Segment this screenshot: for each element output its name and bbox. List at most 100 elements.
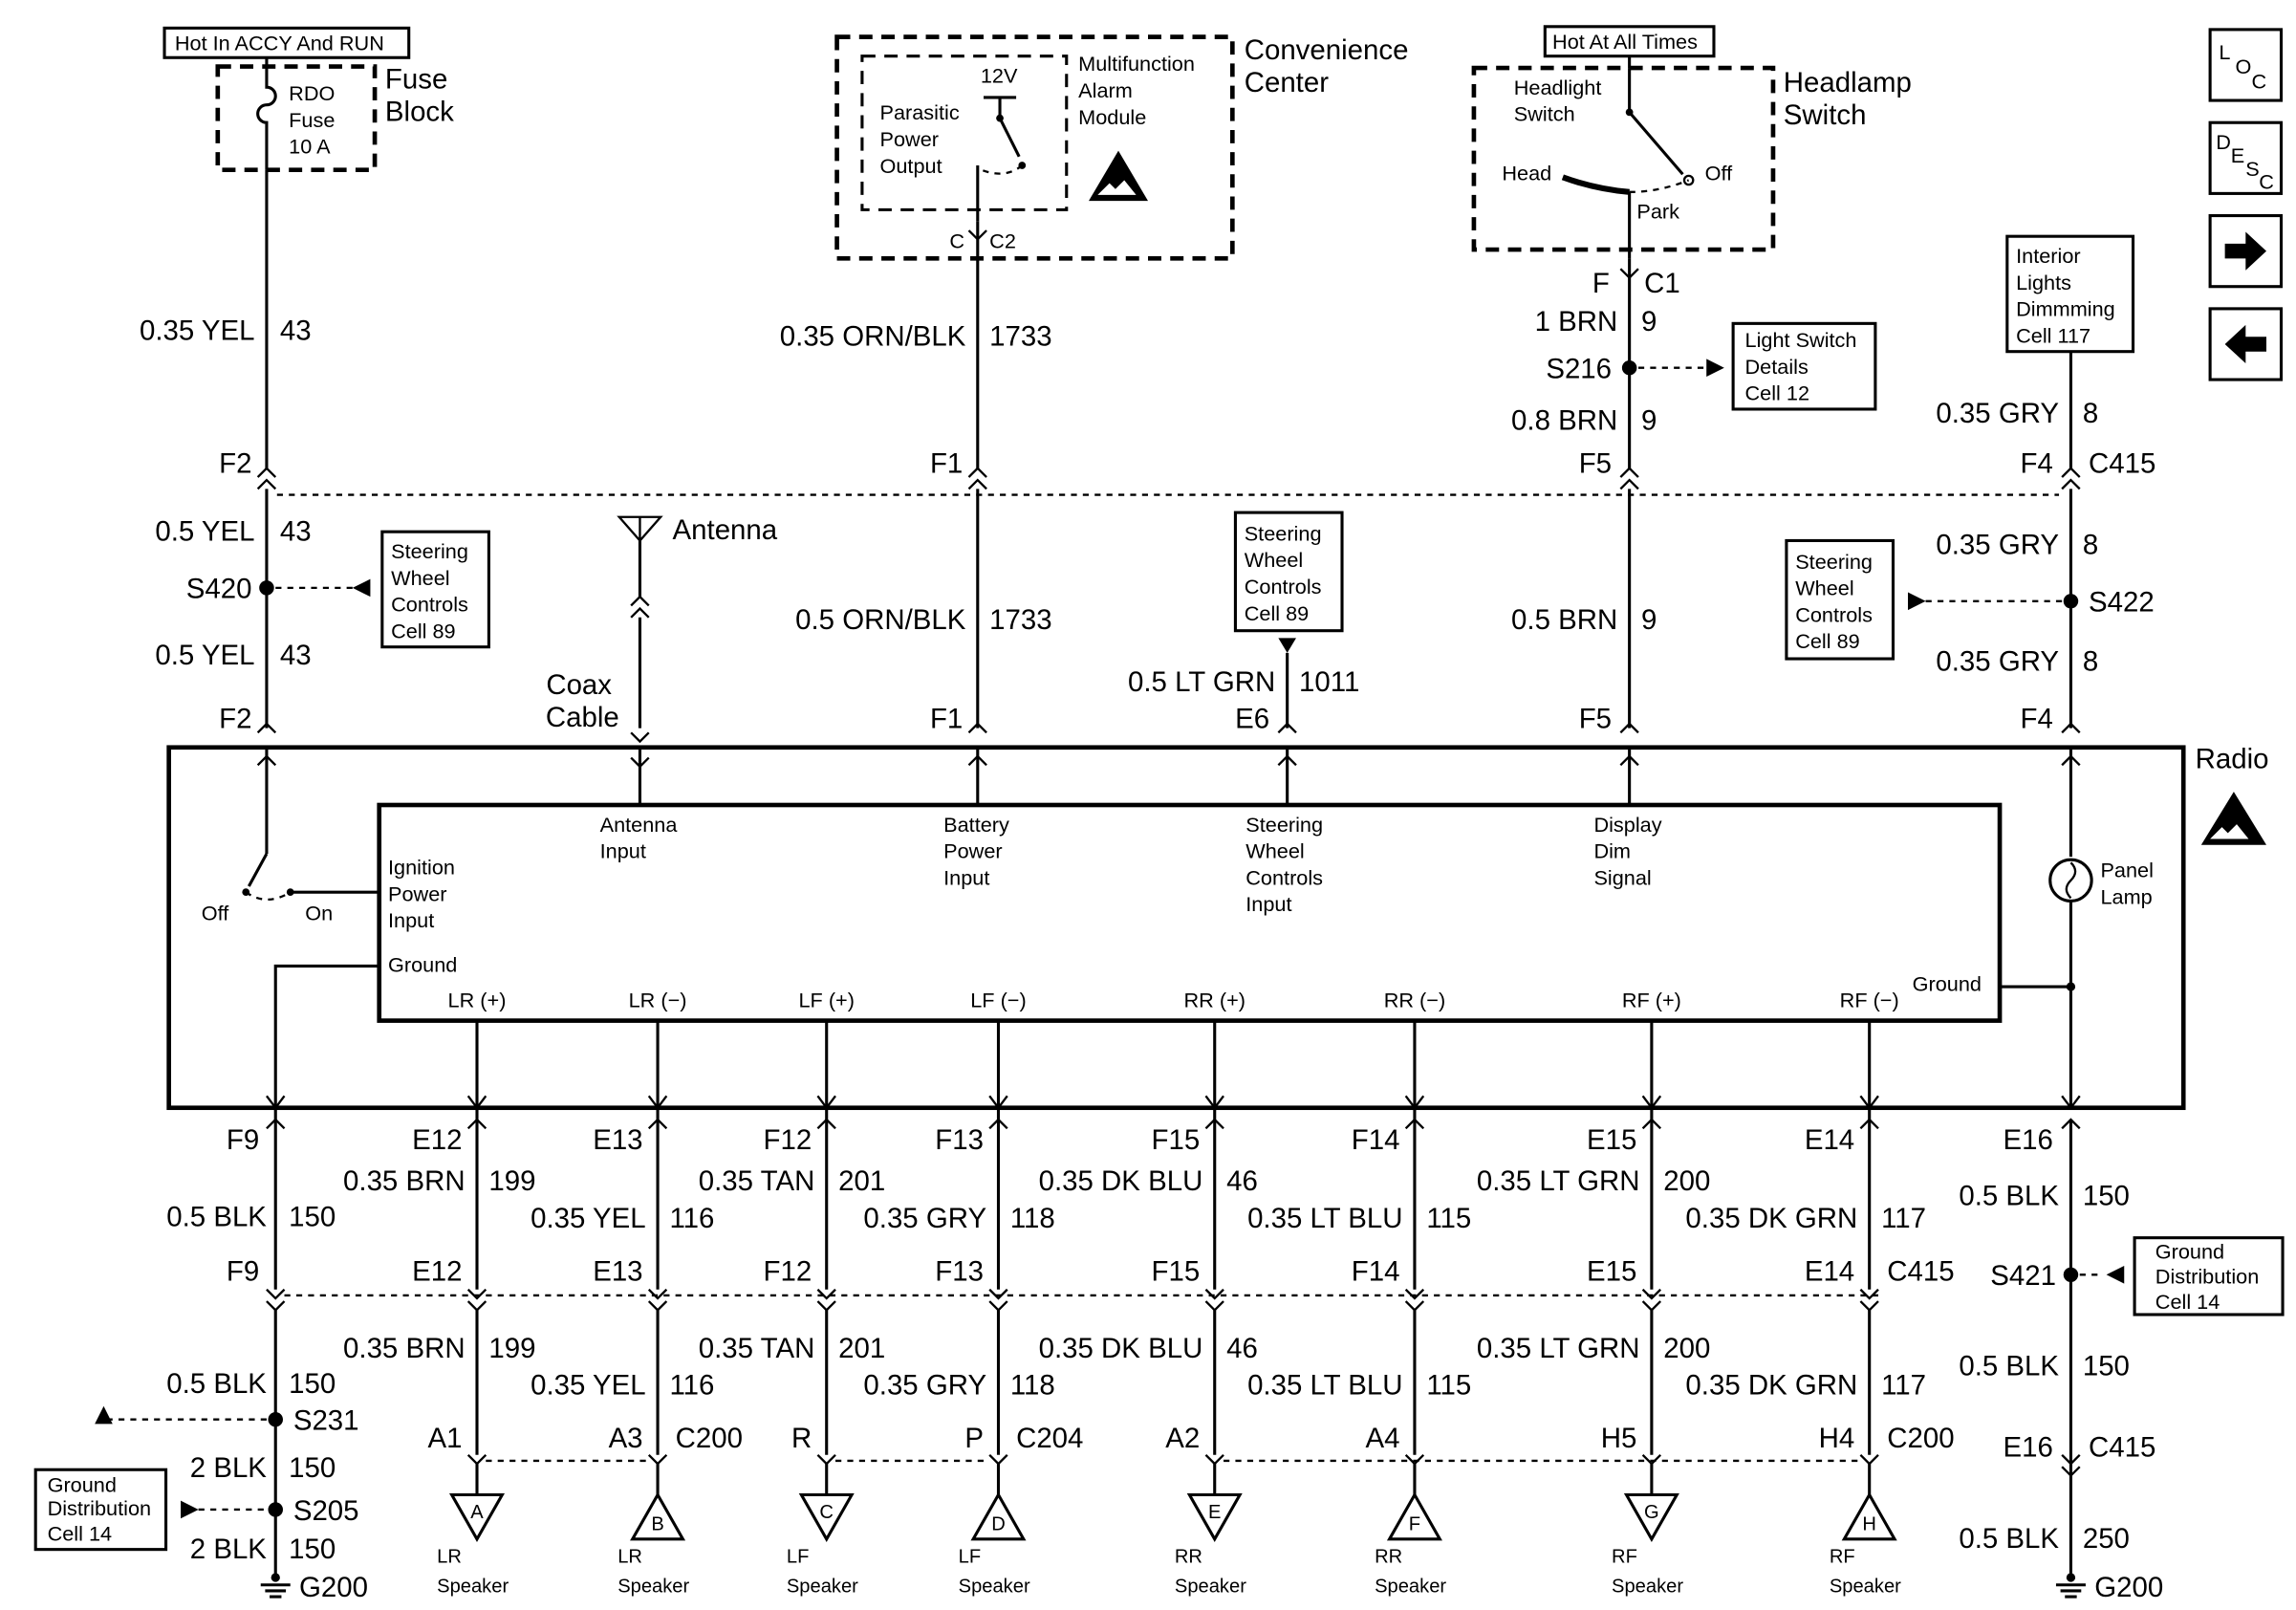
- circuit-9: 1 BRN 9 S216 0.8 BRN 9 F5 0.5 BRN 9 F5: [1511, 258, 1724, 735]
- speaker-channel-f-conn-c415: F14: [1352, 1256, 1400, 1288]
- svg-text:Controls: Controls: [1245, 575, 1322, 598]
- svg-text:F1: F1: [930, 704, 963, 735]
- hot-accy-run-label: Hot In ACCY And RUN: [175, 32, 384, 55]
- svg-text:150: 150: [2083, 1350, 2130, 1382]
- splice-s231: [268, 1411, 283, 1427]
- steering-controls-ref-center[interactable]: [1233, 511, 1344, 633]
- svg-text:0.5 BLK: 0.5 BLK: [166, 1368, 267, 1400]
- speaker-channel-h-wire-color-bottom: 0.35 DK GRN: [1685, 1369, 1857, 1401]
- svg-text:Controls: Controls: [391, 593, 468, 617]
- splice-s420: [259, 580, 274, 596]
- svg-text:Headlight: Headlight: [1514, 76, 1602, 99]
- alarm-switch-icon: [998, 117, 1021, 158]
- speaker-channel-a-pin-label: LR (+): [448, 989, 507, 1012]
- speaker-channel-g-wire-color-bottom: 0.35 LT GRN: [1477, 1333, 1640, 1364]
- speaker-channel-g-conn-mark: [1641, 1118, 1662, 1130]
- speaker-channel-c-conn-bottom: R: [791, 1423, 812, 1454]
- speaker-channel-f-terminal-letter: F: [1409, 1514, 1420, 1535]
- speaker-channel-c-conn-top: F12: [764, 1124, 812, 1156]
- connector-c200-label: C200: [1887, 1423, 1954, 1454]
- svg-text:RDO: RDO: [289, 81, 335, 105]
- svg-text:Steering: Steering: [1795, 550, 1873, 574]
- svg-text:250: 250: [2083, 1523, 2130, 1555]
- svg-text:43: 43: [280, 640, 312, 671]
- speaker-channel-a-arrow: [466, 1095, 487, 1110]
- svg-text:8: 8: [2083, 398, 2098, 429]
- speaker-channel-c-wire-color-top: 0.35 TAN: [699, 1165, 815, 1197]
- speaker-channel-h-terminal-letter: H: [1862, 1514, 1876, 1535]
- speaker-channel-e-pin-label: RR (+): [1183, 989, 1245, 1012]
- speaker-channel-h-conn-c415: E14: [1805, 1256, 1854, 1288]
- svg-text:Signal: Signal: [1593, 865, 1651, 889]
- svg-text:Antenna: Antenna: [673, 514, 778, 546]
- svg-text:Off: Off: [1705, 162, 1734, 185]
- svg-text:Antenna: Antenna: [600, 813, 679, 837]
- speaker-channel-g-wire-color-top: 0.35 LT GRN: [1477, 1165, 1640, 1197]
- speaker-channel-e-speaker-position: RR: [1175, 1547, 1202, 1568]
- speaker-channel-d-speaker-label: Speaker: [959, 1576, 1030, 1597]
- svg-text:Center: Center: [1245, 67, 1330, 98]
- light-switch-details-ref[interactable]: Light Switch Details Cell 12: [1731, 321, 1877, 411]
- svg-text:43: 43: [280, 515, 312, 547]
- speaker-channel-c-conn-c415: F12: [764, 1256, 812, 1288]
- steering-controls-ref-left[interactable]: Steering Wheel Controls Cell 89: [380, 530, 490, 649]
- svg-text:G200: G200: [2094, 1572, 2163, 1603]
- svg-text:Wheel: Wheel: [391, 566, 449, 590]
- speaker-channel-e-wire-color-bottom: 0.35 DK BLU: [1039, 1333, 1203, 1364]
- ground-distribution-ref-right[interactable]: Ground Distribution Cell 14: [2133, 1236, 2285, 1316]
- speaker-channel-b-arrow: [647, 1095, 668, 1110]
- svg-text:Parasitic: Parasitic: [880, 100, 960, 124]
- svg-text:Fuse: Fuse: [289, 108, 335, 132]
- svg-text:Power: Power: [880, 127, 939, 151]
- svg-text:Multifunction: Multifunction: [1078, 52, 1195, 76]
- splice-s205: [268, 1502, 283, 1517]
- desc-button[interactable]: D E S C: [2208, 120, 2284, 195]
- speaker-channel-g-terminal-letter: G: [1644, 1502, 1659, 1523]
- svg-text:C: C: [2259, 170, 2274, 194]
- svg-text:Steering: Steering: [1245, 521, 1322, 545]
- speaker-channel-d-conn-bottom-mark: [988, 1453, 1008, 1466]
- speaker-channel-d-speaker-position: LF: [959, 1547, 982, 1568]
- loc-button[interactable]: L O C: [2208, 28, 2284, 102]
- svg-text:9: 9: [1641, 405, 1657, 437]
- prev-page-button[interactable]: [2208, 307, 2284, 381]
- speaker-channel-d-terminal-letter: D: [991, 1514, 1006, 1535]
- svg-text:0.5 YEL: 0.5 YEL: [155, 640, 254, 671]
- speaker-channel-g-conn-bottom: H5: [1601, 1423, 1637, 1454]
- speaker-channel-h-speaker-position: RF: [1830, 1547, 1855, 1568]
- steering-controls-ref-right[interactable]: Steering Wheel Controls Cell 89: [1785, 538, 1895, 661]
- svg-text:C415: C415: [2089, 1431, 2155, 1463]
- speaker-channel-b-speaker-icon: [630, 1491, 686, 1541]
- speaker-channel-b-conn-top: E13: [593, 1124, 642, 1156]
- speaker-channel-h-speaker-icon: [1841, 1491, 1897, 1541]
- svg-text:43: 43: [280, 315, 312, 346]
- convenience-center-outline: [834, 34, 1235, 261]
- svg-text:Power: Power: [943, 839, 1002, 863]
- svg-text:0.35 GRY: 0.35 GRY: [1936, 645, 2059, 677]
- svg-text:Display: Display: [1593, 813, 1661, 837]
- svg-text:D: D: [2216, 130, 2231, 154]
- svg-text:F: F: [1592, 268, 1610, 299]
- speaker-channel-g-conn-c415-mark: [1641, 1288, 1662, 1313]
- next-page-button[interactable]: [2208, 214, 2284, 289]
- circuit-1011: Steering Wheel Controls Cell 89 0.5 LT G…: [1128, 511, 1359, 735]
- arrow-right-icon: [2224, 231, 2267, 271]
- svg-text:0.35 YEL: 0.35 YEL: [140, 315, 255, 346]
- svg-text:Controls: Controls: [1245, 865, 1323, 889]
- interior-lights-ref[interactable]: Interior Lights Dimmming Cell 117: [2005, 234, 2135, 354]
- speaker-channel-e-circuit-bottom: 46: [1226, 1333, 1258, 1364]
- svg-text:0.5 BLK: 0.5 BLK: [166, 1201, 267, 1232]
- svg-text:Steering: Steering: [1245, 813, 1323, 837]
- speaker-channel-c-speaker-label: Speaker: [787, 1576, 858, 1597]
- svg-text:S: S: [2245, 157, 2259, 181]
- circuit-1733: 0.35 ORN/BLK 1733 F1 0.5 ORN/BLK 1733 F1: [780, 221, 1052, 735]
- svg-text:S205: S205: [293, 1495, 359, 1527]
- speaker-channel-c-speaker-position: LF: [787, 1547, 810, 1568]
- esd-warning-icon: [2200, 792, 2267, 845]
- ground-distribution-ref-left[interactable]: Ground Distribution Cell 14: [33, 1468, 168, 1552]
- speaker-channel-a-conn-mark: [466, 1118, 487, 1130]
- svg-text:F9: F9: [227, 1124, 259, 1156]
- speaker-channel-d-conn-c415: F13: [935, 1256, 984, 1288]
